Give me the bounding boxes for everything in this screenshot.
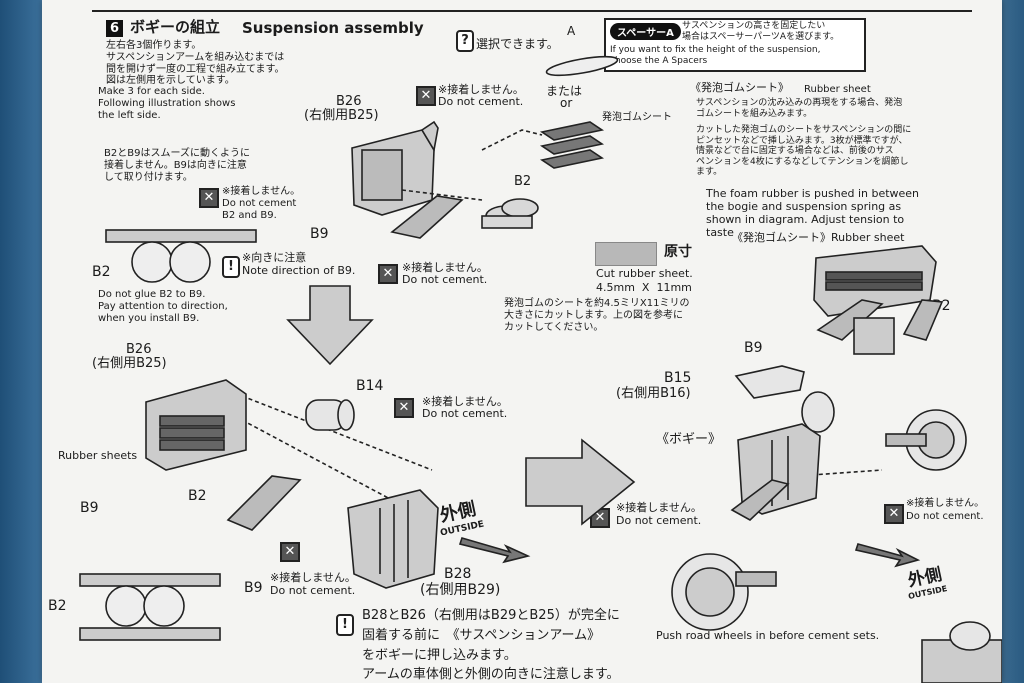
bogie-lower-left — [145, 379, 247, 471]
rubber-jp2: カットした発泡ゴムのシートをサスペンションの間に ピンセットなどで挿し込みます。… — [696, 125, 912, 178]
b28-part — [347, 489, 439, 589]
b2-b9-subassembly — [105, 229, 257, 283]
no-cement-en: Do not cement. — [616, 514, 702, 527]
step-title-en: Suspension assembly — [242, 19, 424, 37]
label-b26: B26 — [126, 342, 152, 357]
b15-part — [734, 365, 805, 399]
no-cement-icon: ✕ — [394, 398, 414, 418]
actual-size-en1: Cut rubber sheet. — [596, 267, 693, 280]
label-rubber-sheets: Rubber sheets — [58, 449, 138, 462]
rubber-jp1: サスペンションの沈み込みの再現をする場合、発泡 ゴムシートを組み込みます。 — [696, 98, 903, 119]
no-cement-en: Do not cement. — [270, 584, 356, 597]
bogie-right-assembly — [730, 391, 835, 521]
step-title-jp: ボギーの組立 — [130, 18, 221, 36]
label-b26-right: (右側用B25) — [92, 356, 167, 371]
no-cement-icon: ✕ — [884, 504, 904, 524]
actual-size-rubber-swatch — [595, 242, 657, 266]
rubber-sheet-label: 《発泡ゴムシート》Rubber sheet — [732, 231, 905, 244]
or-en: or — [560, 96, 573, 110]
intro-jp: 左右各3個作ります。 サスペンションアームを組み込むまでは 間を開けず一度の工程… — [106, 40, 285, 87]
no-cement-icon: ✕ — [199, 188, 219, 208]
bottom-note-jp1: B28とB26（右側用はB29とB25）が完全に — [362, 608, 620, 623]
no-cement-jp: ※接着しません。 — [438, 83, 524, 96]
spacer-tag: スペーサーA — [610, 23, 681, 40]
label-b9: B9 — [244, 580, 263, 596]
down-arrow — [286, 285, 374, 366]
no-cement-b2b9: ※接着しません。 Do not cement B2 and B9. — [222, 186, 301, 221]
label-b14: B14 — [356, 378, 384, 394]
road-wheel — [885, 409, 967, 471]
label-b15-right: (右側用B16) — [616, 386, 691, 401]
label-b9: B9 — [310, 226, 329, 242]
bottom-note-jp2: 固着する前に 《サスペンションアーム》 — [362, 628, 601, 643]
no-cement-icon: ✕ — [378, 264, 398, 284]
road-wheel — [671, 553, 777, 631]
b14-part — [305, 399, 355, 431]
rubber-title-jp: 《発泡ゴムシート》 — [690, 81, 789, 94]
no-cement-en: Do not cement. — [906, 511, 984, 522]
assembly-illustrations — [79, 55, 1002, 683]
label-b2: B2 — [92, 264, 111, 280]
label-b26: B26 — [336, 94, 362, 109]
b2b9-note-jp: B2とB9はスムーズに動くように 接着しません。B9は向きに注意 して取り付けま… — [104, 148, 250, 183]
no-cement-jp: ※接着しません。 — [906, 498, 985, 509]
b9-top-arm — [390, 195, 464, 239]
label-b15: B15 — [664, 370, 692, 386]
no-cement-en: Do not cement. — [402, 273, 488, 286]
label-b28: B28 — [444, 566, 472, 582]
no-cement-icon: ✕ — [280, 542, 300, 562]
foam-label: 発泡ゴムシート — [602, 112, 672, 123]
bottom-note-jp4: アームの車体側と外側の向きに注意します。 — [362, 667, 620, 682]
question-icon: ? — [456, 30, 474, 52]
actual-size-en2: 4.5mm X 11mm — [596, 281, 692, 294]
label-b9: B9 — [80, 500, 99, 516]
b9-lower-arm — [226, 475, 302, 531]
right-arrow — [525, 438, 636, 526]
no-cement-jp: ※接着しません。 — [402, 261, 488, 274]
label-b9: B9 — [744, 340, 763, 356]
spacer-en: If you want to fix the height of the sus… — [610, 45, 821, 66]
b2b9-note-en: Do not glue B2 to B9. Pay attention to d… — [98, 289, 228, 324]
rubber-en: The foam rubber is pushed in between the… — [706, 187, 920, 239]
bogie-top-part — [351, 120, 439, 216]
intro-en: Make 3 for each side. Following illustra… — [98, 86, 236, 121]
no-cement-jp: ※接着しません。 — [270, 571, 356, 584]
header-rule — [92, 10, 972, 12]
spacer-a-part — [545, 55, 619, 77]
caution-icon: ! — [222, 256, 240, 278]
direction-note: ※向きに注意 Note direction of B9. — [242, 251, 356, 277]
label-b2: B2 — [48, 598, 67, 614]
spacer-jp: サスペンションの高さを固定したい 場合はスペーサーパーツAを選びます。 — [682, 21, 840, 42]
no-cement-en: Do not cement. — [438, 95, 524, 108]
no-cement-jp: ※接着しません。 — [616, 501, 702, 514]
no-cement-en: Do not cement. — [422, 407, 508, 420]
bottom-note-en: Push road wheels in before cement sets. — [656, 629, 880, 642]
label-b28-right: (右側用B29) — [420, 582, 501, 598]
bottom-note-jp3: をボギーに押し込みます。 — [362, 648, 517, 663]
caution-icon: ! — [336, 614, 354, 636]
b2-top-part — [481, 198, 539, 229]
no-cement-jp: ※接着しません。 — [422, 395, 508, 408]
label-bogie: 《ボギー》 — [656, 432, 722, 447]
step-number-badge: 6 — [106, 20, 123, 37]
or-jp: または — [546, 84, 583, 98]
outside-arrow — [854, 543, 921, 568]
part-a-label: A — [567, 24, 576, 38]
label-b2: B2 — [514, 174, 532, 189]
actual-size-jp-desc: 発泡ゴムのシートを約4.5ミリX11ミリの 大きさにカットします。上の図を参考に… — [504, 298, 690, 333]
label-b26-right: (右側用B25) — [304, 108, 379, 123]
select-note: 選択できます。 — [476, 37, 559, 51]
instruction-sheet: 6 ボギーの組立 Suspension assembly 左右各3個作ります。 … — [42, 0, 1002, 683]
road-wheel-partial — [921, 621, 1002, 683]
rubber-title-en: Rubber sheet — [804, 84, 871, 95]
actual-size-jp: 原寸 — [664, 244, 692, 260]
outside-arrow — [458, 537, 531, 564]
foam-sheet-stack — [539, 121, 605, 169]
label-b2: B2 — [188, 488, 207, 504]
bogie-rubber-sheet — [813, 245, 944, 355]
b2-b9-bottom — [79, 573, 221, 641]
no-cement-icon: ✕ — [416, 86, 436, 106]
